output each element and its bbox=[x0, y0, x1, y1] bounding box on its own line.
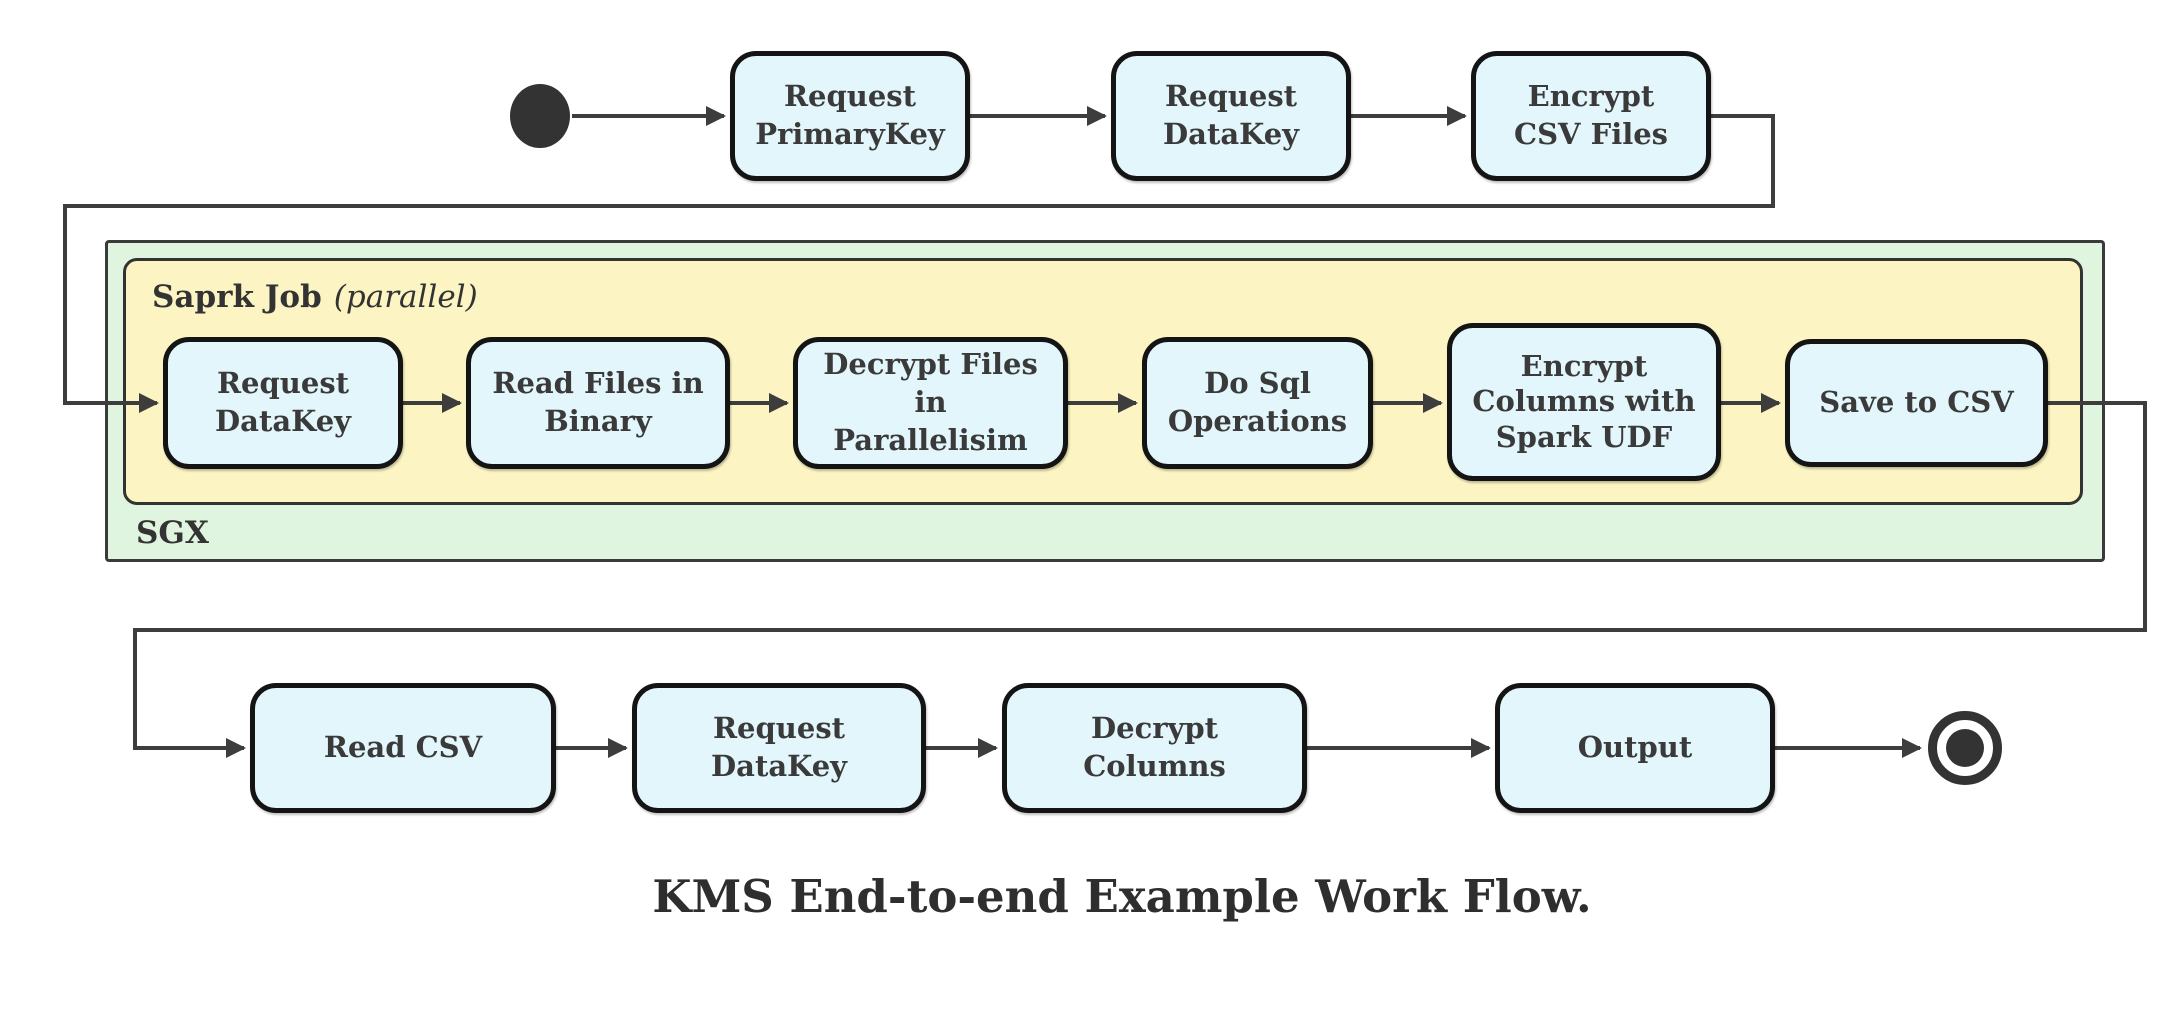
diagram-caption: KMS End-to-end Example Work Flow. bbox=[652, 870, 1592, 923]
activity-request-primarykey: Request PrimaryKey bbox=[730, 51, 970, 181]
activity-read-files-in-binary: Read Files in Binary bbox=[466, 337, 730, 469]
sgx-label: SGX bbox=[136, 515, 209, 551]
spark-job-label-modifier: (parallel) bbox=[333, 279, 478, 315]
activity-request-datakey-bottom: Request DataKey bbox=[632, 683, 926, 813]
activity-spark-request-datakey: Request DataKey bbox=[163, 337, 403, 469]
spark-job-label: Saprk Job (parallel) bbox=[152, 279, 478, 315]
arrow-encrypt-csv-to-spark-request-datakey bbox=[63, 114, 1775, 413]
activity-do-sql-operations: Do Sql Operations bbox=[1142, 337, 1373, 469]
spark-job-label-name: Saprk Job bbox=[152, 279, 322, 315]
activity-read-csv: Read CSV bbox=[250, 683, 556, 813]
activity-decrypt-columns: Decrypt Columns bbox=[1002, 683, 1307, 813]
activity-output: Output bbox=[1495, 683, 1775, 813]
end-state-inner-dot bbox=[1946, 729, 1984, 767]
arrow-save-csv-to-read-csv bbox=[133, 401, 2147, 758]
activity-encrypt-columns-with-spark-udf: Encrypt Columns with Spark UDF bbox=[1447, 323, 1721, 481]
activity-encrypt-csv-files: Encrypt CSV Files bbox=[1471, 51, 1711, 181]
activity-decrypt-files-in-parallelisim: Decrypt Files in Parallelisim bbox=[793, 337, 1068, 469]
end-state-icon bbox=[1928, 711, 2002, 785]
activity-save-to-csv: Save to CSV bbox=[1785, 339, 2048, 467]
spark-job-container: Saprk Job (parallel) bbox=[123, 258, 2083, 505]
activity-request-datakey-top: Request DataKey bbox=[1111, 51, 1351, 181]
start-state-icon bbox=[510, 84, 570, 148]
